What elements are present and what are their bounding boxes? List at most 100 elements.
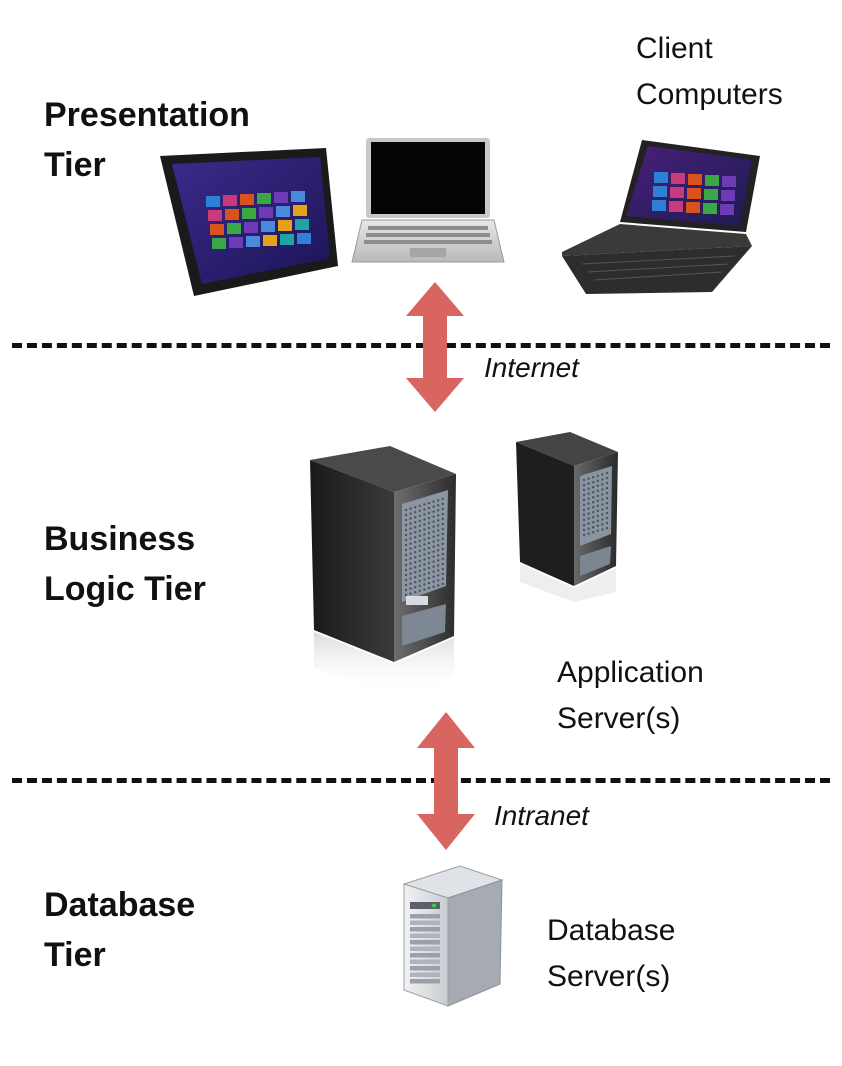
- grill-hole: [404, 538, 408, 542]
- grill-hole: [601, 508, 604, 511]
- grill-hole: [414, 516, 417, 519]
- grill-hole: [605, 496, 609, 500]
- grill-hole: [601, 518, 604, 521]
- tower-server-icon: [310, 446, 456, 696]
- grill-hole: [601, 498, 604, 501]
- screen-tile: [652, 200, 666, 211]
- screen-tile: [653, 186, 667, 197]
- grill-hole: [404, 548, 408, 552]
- grill-hole: [414, 541, 417, 544]
- grill-hole: [592, 481, 595, 484]
- grill-hole: [432, 585, 435, 588]
- grill-hole: [409, 552, 412, 555]
- grill-hole: [441, 542, 444, 546]
- grill-hole: [409, 507, 412, 510]
- grill-hole: [582, 508, 586, 512]
- grill-hole: [587, 527, 590, 530]
- screen-tile: [242, 208, 256, 219]
- screen-tile: [721, 190, 735, 201]
- database-tier-line2: Tier: [44, 936, 106, 974]
- screen-tile: [686, 202, 700, 213]
- grill-hole: [427, 506, 431, 510]
- screen-tile: [276, 206, 290, 217]
- screen-tile: [225, 209, 239, 220]
- grill-hole: [592, 476, 595, 479]
- business-tier-label: Business Logic Tier: [44, 514, 206, 614]
- screen-tile: [688, 174, 702, 185]
- grill-hole: [596, 494, 599, 498]
- grill-hole: [427, 516, 431, 520]
- grill-hole: [414, 551, 417, 554]
- grill-hole: [592, 496, 595, 499]
- grill-hole: [601, 478, 604, 481]
- business-tier-line2: Logic Tier: [44, 570, 206, 608]
- grill-hole: [596, 529, 599, 533]
- grill-hole: [437, 559, 440, 562]
- grill-hole: [432, 555, 435, 558]
- grill-hole: [437, 549, 440, 552]
- grill-hole: [423, 588, 426, 591]
- grill-hole: [404, 513, 408, 517]
- grill-hole: [427, 536, 431, 540]
- grill-hole: [414, 546, 417, 549]
- grill-hole: [418, 524, 421, 528]
- grill-hole: [582, 493, 586, 497]
- grill-hole: [423, 563, 426, 566]
- grill-hole: [414, 591, 417, 594]
- grill-hole: [418, 574, 421, 578]
- grill-hole: [414, 511, 417, 514]
- grill-hole: [437, 509, 440, 512]
- grill-hole: [592, 501, 595, 504]
- db-caption-line1: Database: [547, 914, 676, 947]
- grill-hole: [409, 587, 412, 590]
- grill-hole: [441, 507, 444, 511]
- grill-hole: [423, 583, 426, 586]
- grill-hole: [587, 512, 590, 515]
- tower-server-small-icon: [516, 432, 618, 602]
- grill-hole: [409, 542, 412, 545]
- grill-hole: [441, 552, 444, 556]
- grill-hole: [437, 584, 440, 587]
- grill-hole: [423, 538, 426, 541]
- grill-hole: [418, 504, 421, 508]
- grill-hole: [587, 492, 590, 495]
- grill-hole: [592, 506, 595, 509]
- grill-hole: [404, 583, 408, 587]
- grill-hole: [437, 514, 440, 517]
- screen-tile: [654, 172, 668, 183]
- grill-hole: [427, 551, 431, 555]
- screen-tile: [240, 194, 254, 205]
- grill-hole: [409, 537, 412, 540]
- grill-hole: [423, 503, 426, 506]
- grill-hole: [409, 522, 412, 525]
- screen-tile: [705, 175, 719, 186]
- grill-hole: [432, 560, 435, 563]
- grill-hole: [414, 561, 417, 564]
- grill-hole: [601, 473, 604, 476]
- grill-hole: [432, 515, 435, 518]
- grill-hole: [409, 512, 412, 515]
- grill-hole: [582, 528, 586, 532]
- grill-hole: [409, 547, 412, 550]
- drive-bay: [410, 927, 440, 932]
- grill-hole: [605, 471, 609, 475]
- client-caption-line2: Computers: [636, 78, 783, 111]
- grill-hole: [404, 578, 408, 582]
- grill-hole: [441, 532, 444, 536]
- grill-hole: [587, 522, 590, 525]
- database-tier-line1: Database: [44, 886, 196, 924]
- surface-tablet-icon: [562, 140, 760, 294]
- screen-tile: [669, 201, 683, 212]
- database-server-icon: [402, 865, 504, 1007]
- grill-hole: [601, 503, 604, 506]
- grill-hole: [427, 501, 431, 505]
- db-caption-line2: Server(s): [547, 960, 671, 993]
- grill-hole: [437, 569, 440, 572]
- grill-hole: [418, 509, 421, 513]
- grill-hole: [587, 532, 590, 535]
- laptop-icon: [351, 138, 505, 263]
- grill-hole: [404, 553, 408, 557]
- grill-hole: [409, 557, 412, 560]
- grill-hole: [418, 569, 421, 573]
- grill-hole: [409, 562, 412, 565]
